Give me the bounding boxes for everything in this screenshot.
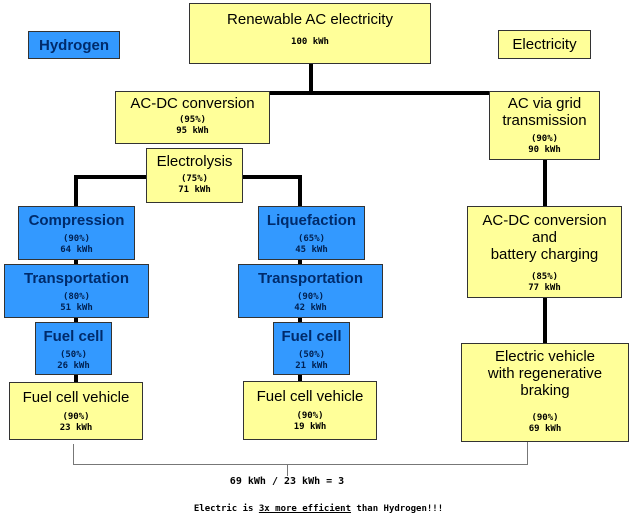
- electricity-label-text: Electricity: [512, 36, 577, 53]
- liquefaction-node-pct: (65%): [297, 234, 326, 244]
- grid-node-kwh: 90 kWh: [528, 145, 561, 155]
- connector-main-horizontal: [184, 91, 549, 95]
- left-vehicle-node-kwh: 23 kWh: [59, 423, 93, 433]
- grid-node-title-line2: transmission: [502, 112, 587, 129]
- conclusion-prefix: Electric is: [193, 504, 259, 514]
- middle-vehicle-node-pct: (90%): [296, 411, 324, 421]
- comparison-formula: 69 kWh / 23 kWh = 3: [212, 476, 362, 487]
- electrolysis-node-kwh: 71 kWh: [178, 185, 211, 195]
- left-vehicle-node-pct: (90%): [62, 412, 90, 422]
- electric-vehicle-node-pct: (90%): [531, 413, 559, 423]
- compression-node-kwh: 64 kWh: [60, 245, 93, 255]
- electric-vehicle-node-kwh: 69 kWh: [528, 424, 562, 434]
- compression-node: Compression (90%) 64 kWh: [18, 206, 135, 260]
- efficiency-conclusion: Electric is 3x more efficient than Hydro…: [0, 504, 637, 514]
- middle-transportation-node: Transportation (90%) 42 kWh: [238, 264, 383, 318]
- bracket-center-down: [287, 464, 288, 478]
- compression-node-pct: (90%): [62, 234, 91, 244]
- acdc-node: AC-DC conversion (95%) 95 kWh: [115, 91, 270, 144]
- charging-node-kwh: 77 kWh: [528, 283, 561, 293]
- bracket-right-down: [527, 442, 528, 465]
- grid-node: AC via grid transmission (90%) 90 kWh: [489, 91, 600, 160]
- middle-vehicle-node: Fuel cell vehicle (90%) 19 kWh: [243, 381, 377, 440]
- electric-vehicle-node-title-line2: with regenerative: [487, 365, 603, 382]
- electrolysis-node-pct: (75%): [180, 174, 209, 184]
- electrolysis-node-title: Electrolysis: [156, 153, 233, 170]
- charging-node-title-line3: battery charging: [490, 246, 599, 263]
- connector-split-left-down: [74, 175, 78, 208]
- grid-node-pct: (90%): [530, 134, 559, 144]
- left-fuelcell-node-title: Fuel cell: [43, 328, 104, 345]
- middle-fuelcell-node-kwh: 21 kWh: [295, 361, 328, 371]
- left-transportation-node: Transportation (80%) 51 kWh: [4, 264, 149, 318]
- electric-vehicle-node-title-line3: braking: [520, 382, 570, 399]
- hydrogen-label-text: Hydrogen: [38, 36, 109, 54]
- source-node-title: Renewable AC electricity: [227, 11, 393, 28]
- source-node: Renewable AC electricity 100 kWh: [189, 3, 431, 64]
- electric-vehicle-node: Electric vehicle with regenerative braki…: [461, 343, 629, 442]
- acdc-node-pct: (95%): [178, 115, 207, 125]
- middle-vehicle-node-title: Fuel cell vehicle: [256, 388, 364, 405]
- connector-split-right-down: [298, 175, 302, 208]
- left-fuelcell-node-pct: (50%): [59, 350, 88, 360]
- left-fuelcell-node: Fuel cell (50%) 26 kWh: [35, 322, 112, 375]
- left-transportation-node-title: Transportation: [23, 270, 129, 287]
- connector-source-down: [309, 64, 313, 93]
- electricity-label: Electricity: [498, 30, 591, 59]
- middle-transportation-node-kwh: 42 kWh: [294, 303, 327, 313]
- electrolysis-node: Electrolysis (75%) 71 kWh: [146, 148, 243, 203]
- charging-node: AC-DC conversion and battery charging (8…: [467, 206, 622, 298]
- middle-fuelcell-node: Fuel cell (50%) 21 kWh: [273, 322, 350, 375]
- acdc-node-title: AC-DC conversion: [130, 95, 255, 112]
- left-vehicle-node-title: Fuel cell vehicle: [22, 389, 130, 406]
- compression-node-title: Compression: [28, 212, 125, 229]
- bracket-left-down: [73, 444, 74, 464]
- liquefaction-node-kwh: 45 kWh: [295, 245, 328, 255]
- middle-fuelcell-node-title: Fuel cell: [281, 328, 342, 345]
- liquefaction-node-title: Liquefaction: [266, 212, 357, 229]
- middle-transportation-node-title: Transportation: [257, 270, 363, 287]
- charging-node-pct: (85%): [530, 272, 559, 282]
- acdc-node-kwh: 95 kWh: [176, 126, 209, 136]
- left-transportation-node-pct: (80%): [62, 292, 91, 302]
- bracket-bottom: [73, 464, 528, 465]
- left-vehicle-node: Fuel cell vehicle (90%) 23 kWh: [9, 382, 143, 440]
- electric-vehicle-node-title-line1: Electric vehicle: [494, 348, 596, 365]
- grid-node-title-line1: AC via grid: [507, 95, 582, 112]
- hydrogen-label: Hydrogen: [28, 31, 120, 59]
- source-node-kwh: 100 kWh: [291, 37, 329, 47]
- charging-node-title-line2: and: [531, 229, 558, 246]
- left-fuelcell-node-kwh: 26 kWh: [57, 361, 90, 371]
- middle-fuelcell-node-pct: (50%): [297, 350, 326, 360]
- conclusion-suffix: than Hydrogen!!!: [351, 504, 444, 514]
- conclusion-emphasis: 3x more efficient: [258, 504, 352, 514]
- left-transportation-node-kwh: 51 kWh: [60, 303, 93, 313]
- middle-vehicle-node-kwh: 19 kWh: [293, 422, 327, 432]
- liquefaction-node: Liquefaction (65%) 45 kWh: [258, 206, 365, 260]
- charging-node-title-line1: AC-DC conversion: [482, 212, 607, 229]
- middle-transportation-node-pct: (90%): [296, 292, 325, 302]
